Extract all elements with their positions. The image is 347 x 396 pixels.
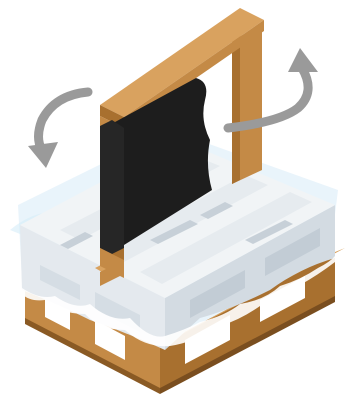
rotate-counterclockwise-arrow-icon	[28, 92, 88, 168]
